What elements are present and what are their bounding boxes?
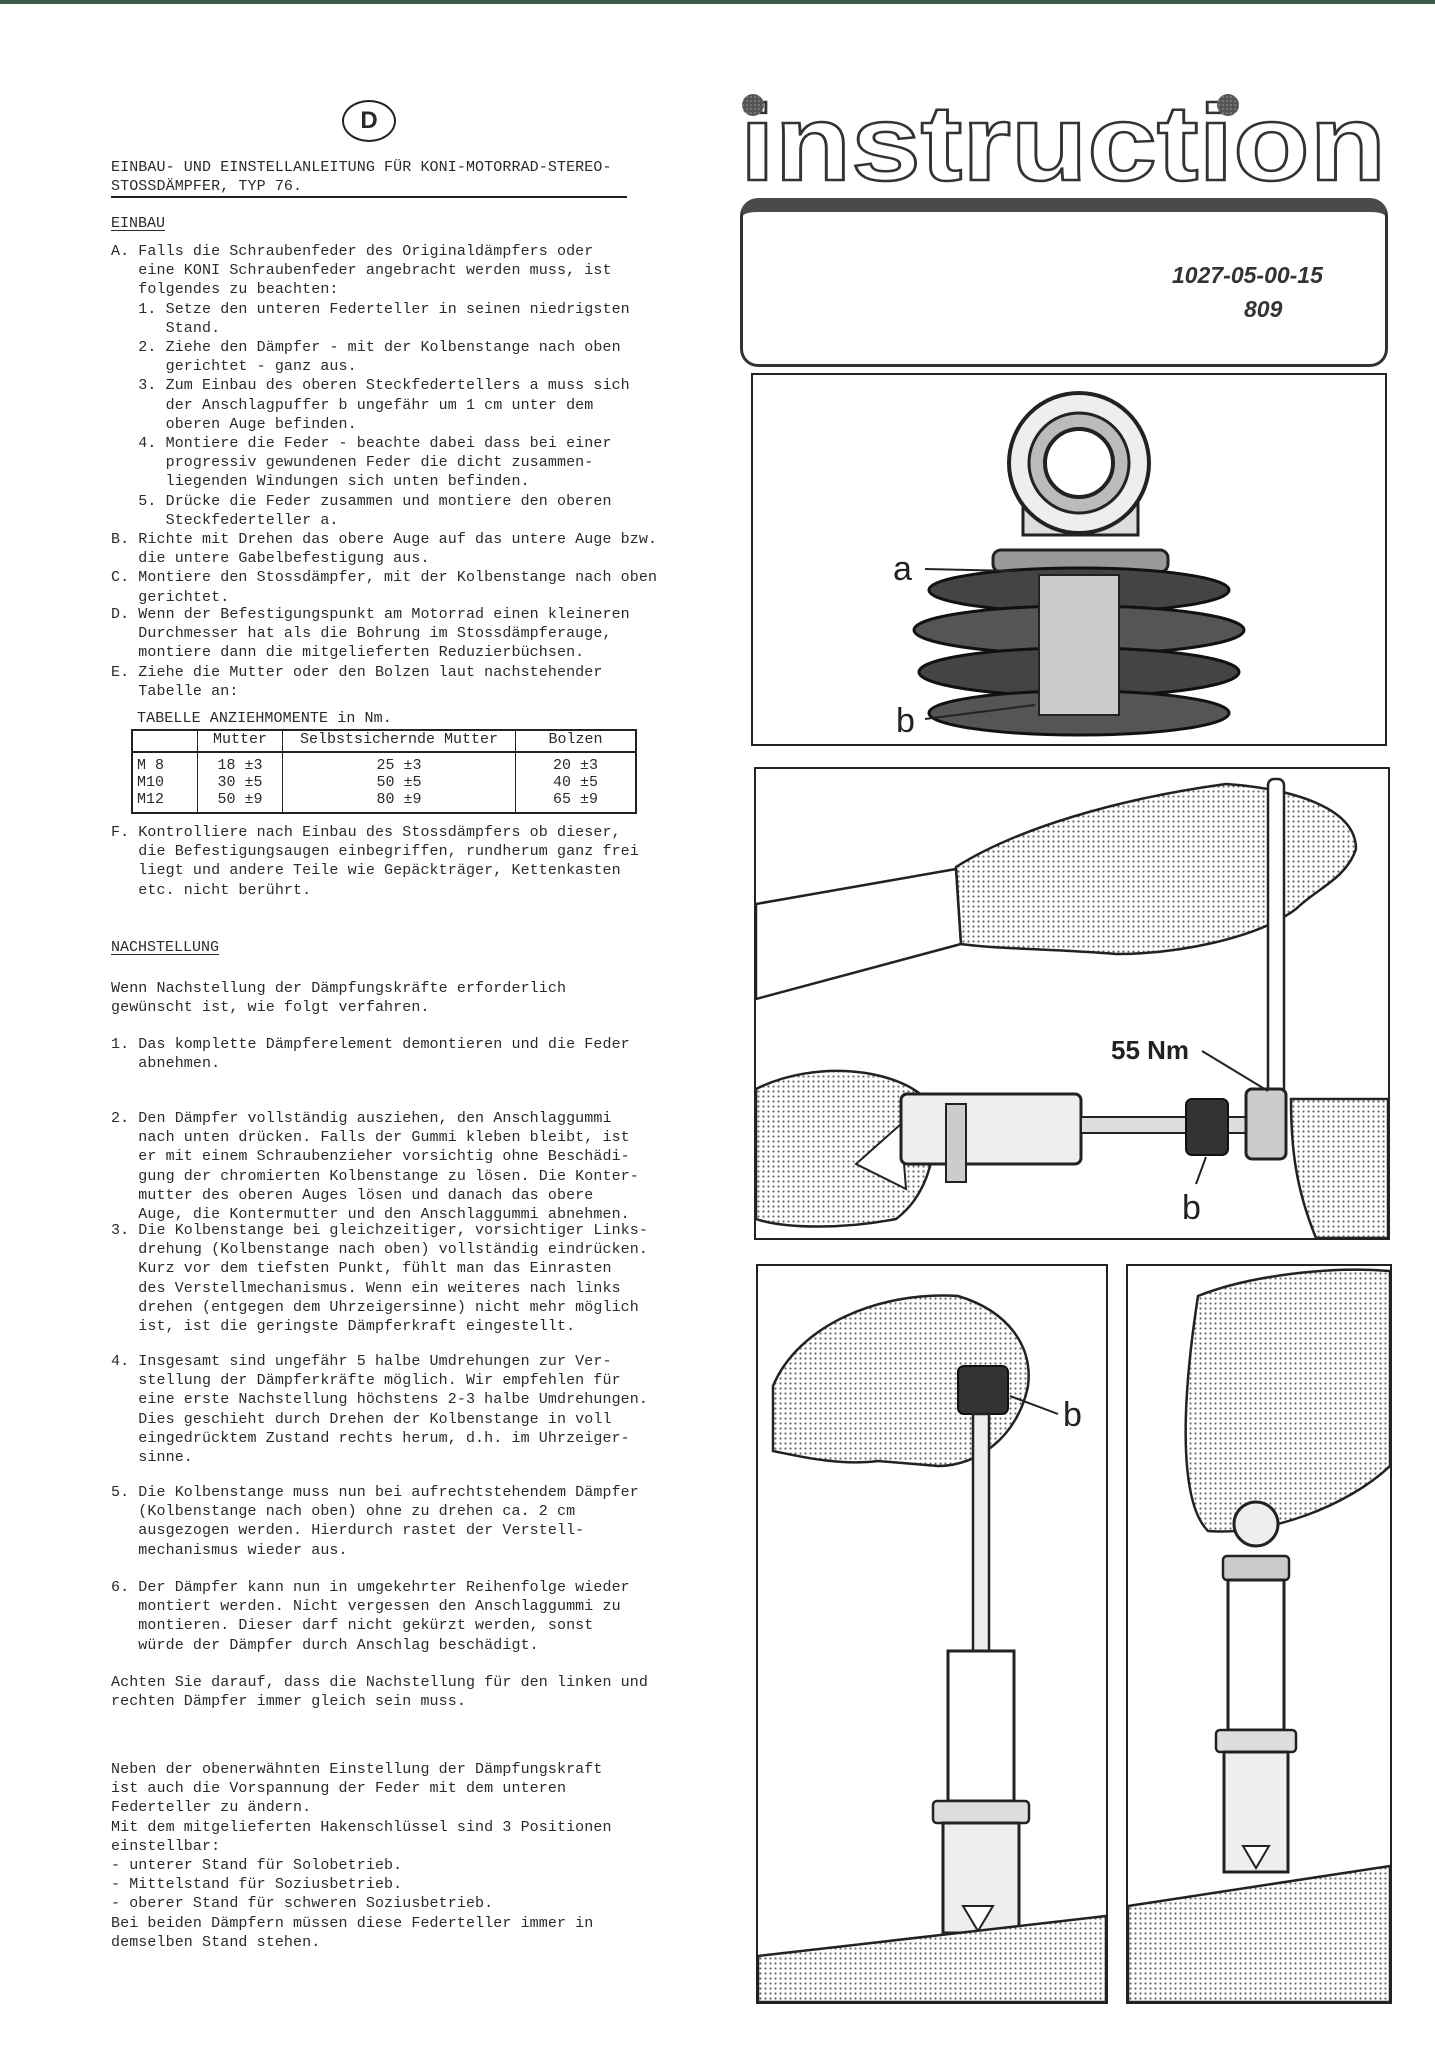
- nachstellung-step: 2. Den Dämpfer vollständig ausziehen, de…: [111, 1110, 639, 1224]
- logo-text: instruction: [740, 92, 1386, 188]
- wrench-tightening-illustration: 55 Nm b: [754, 777, 1390, 1240]
- instruction-logo: instruction: [739, 92, 1388, 188]
- part-number-box: [740, 198, 1388, 367]
- hand: [1184, 1268, 1392, 1533]
- nachstellung-step: 3. Die Kolbenstange bei gleichzeitiger, …: [111, 1222, 648, 1336]
- sleeve: [754, 867, 963, 1001]
- cell: 80 ±9: [376, 791, 422, 808]
- shock-absorber-spring-illustration: a b: [893, 391, 1246, 740]
- torque-label: 55 Nm: [1111, 1035, 1189, 1065]
- label-a: a: [893, 550, 912, 588]
- label-b: b: [1182, 1189, 1201, 1227]
- leader-line: [924, 704, 1036, 720]
- scan-edge: [0, 0, 1435, 4]
- table-header-row: Mutter Selbstsichernde Mutter Bolzen: [131, 730, 636, 753]
- cell: 50 ±5: [376, 774, 422, 791]
- spring-preload-text: Neben der obenerwähnten Einstellung der …: [111, 1761, 612, 1951]
- nachstellung-step: 6. Der Dämpfer kann nun in umgekehrter R…: [111, 1579, 630, 1654]
- figure-adjust-rebound: b: [756, 1264, 1108, 2004]
- table-header: Selbstsichernde Mutter: [282, 730, 516, 753]
- torque-table: Mutter Selbstsichernde Mutter Bolzen M 8…: [131, 729, 637, 814]
- table-header: [131, 730, 198, 753]
- cell: 20 ±3: [552, 757, 598, 774]
- part-number: 1027-05-00-15: [1172, 262, 1323, 288]
- label-b: b: [896, 702, 915, 740]
- table-header: Bolzen: [515, 730, 636, 753]
- label-b: b: [1063, 1396, 1082, 1434]
- cell: 40 ±5: [552, 774, 598, 791]
- wrench: [1266, 777, 1286, 1111]
- cell: M10: [137, 774, 165, 791]
- figure-preload-adjust: [1126, 1264, 1392, 2004]
- nachstellung-note: Achten Sie darauf, dass die Nachstellung…: [111, 1674, 648, 1711]
- frame-bracket: [1289, 1097, 1390, 1240]
- cell: 18 ±3: [217, 757, 263, 774]
- hand-upper: [954, 782, 1358, 956]
- cell: 30 ±5: [217, 774, 263, 791]
- figure-spring-installation: a b: [751, 373, 1387, 746]
- frame: [756, 1914, 1108, 2004]
- adjusting-damping-illustration: b: [756, 1294, 1108, 2004]
- torque-table-caption: TABELLE ANZIEHMOMENTE in Nm.: [137, 710, 392, 727]
- cell: M 8: [137, 757, 165, 774]
- section-heading-nachstellung: NACHSTELLUNG: [111, 939, 220, 956]
- cell: 25 ±3: [376, 757, 422, 774]
- section-heading-einbau: EINBAU: [111, 215, 166, 232]
- part-code: 809: [1244, 296, 1283, 322]
- logo-dot: [742, 94, 764, 116]
- nachstellung-intro: Wenn Nachstellung der Dämpfungskräfte er…: [111, 980, 567, 1017]
- einbau-steps-a-c: A. Falls die Schraubenfeder des Original…: [111, 243, 658, 606]
- cell: 50 ±9: [217, 791, 263, 808]
- cell: 65 ±9: [552, 791, 598, 808]
- logo-dot: [1217, 94, 1239, 116]
- language-badge: D: [342, 100, 396, 142]
- hand: [771, 1294, 1030, 1468]
- einbau-steps-d-e: D. Wenn der Befestigungspunkt am Motorra…: [111, 606, 630, 700]
- cell: M12: [137, 791, 165, 808]
- figure-wrench-torque: 55 Nm b: [754, 767, 1390, 1240]
- title-rule: [111, 196, 627, 198]
- nachstellung-step: 5. Die Kolbenstange muss nun bei aufrech…: [111, 1484, 639, 1559]
- nachstellung-step: 4. Insgesamt sind ungefähr 5 halbe Umdre…: [111, 1353, 648, 1467]
- document-title: EINBAU- UND EINSTELLANLEITUNG FÜR KONI-M…: [111, 159, 612, 196]
- nachstellung-step: 1. Das komplette Dämpferelement demontie…: [111, 1036, 630, 1073]
- shock-with-hand-illustration: [1126, 1268, 1392, 2004]
- table-header: Mutter: [197, 730, 283, 753]
- einbau-step-f: F. Kontrolliere nach Einbau des Stossdäm…: [111, 824, 639, 899]
- frame: [1126, 1864, 1392, 2004]
- leader-line: [924, 568, 1016, 572]
